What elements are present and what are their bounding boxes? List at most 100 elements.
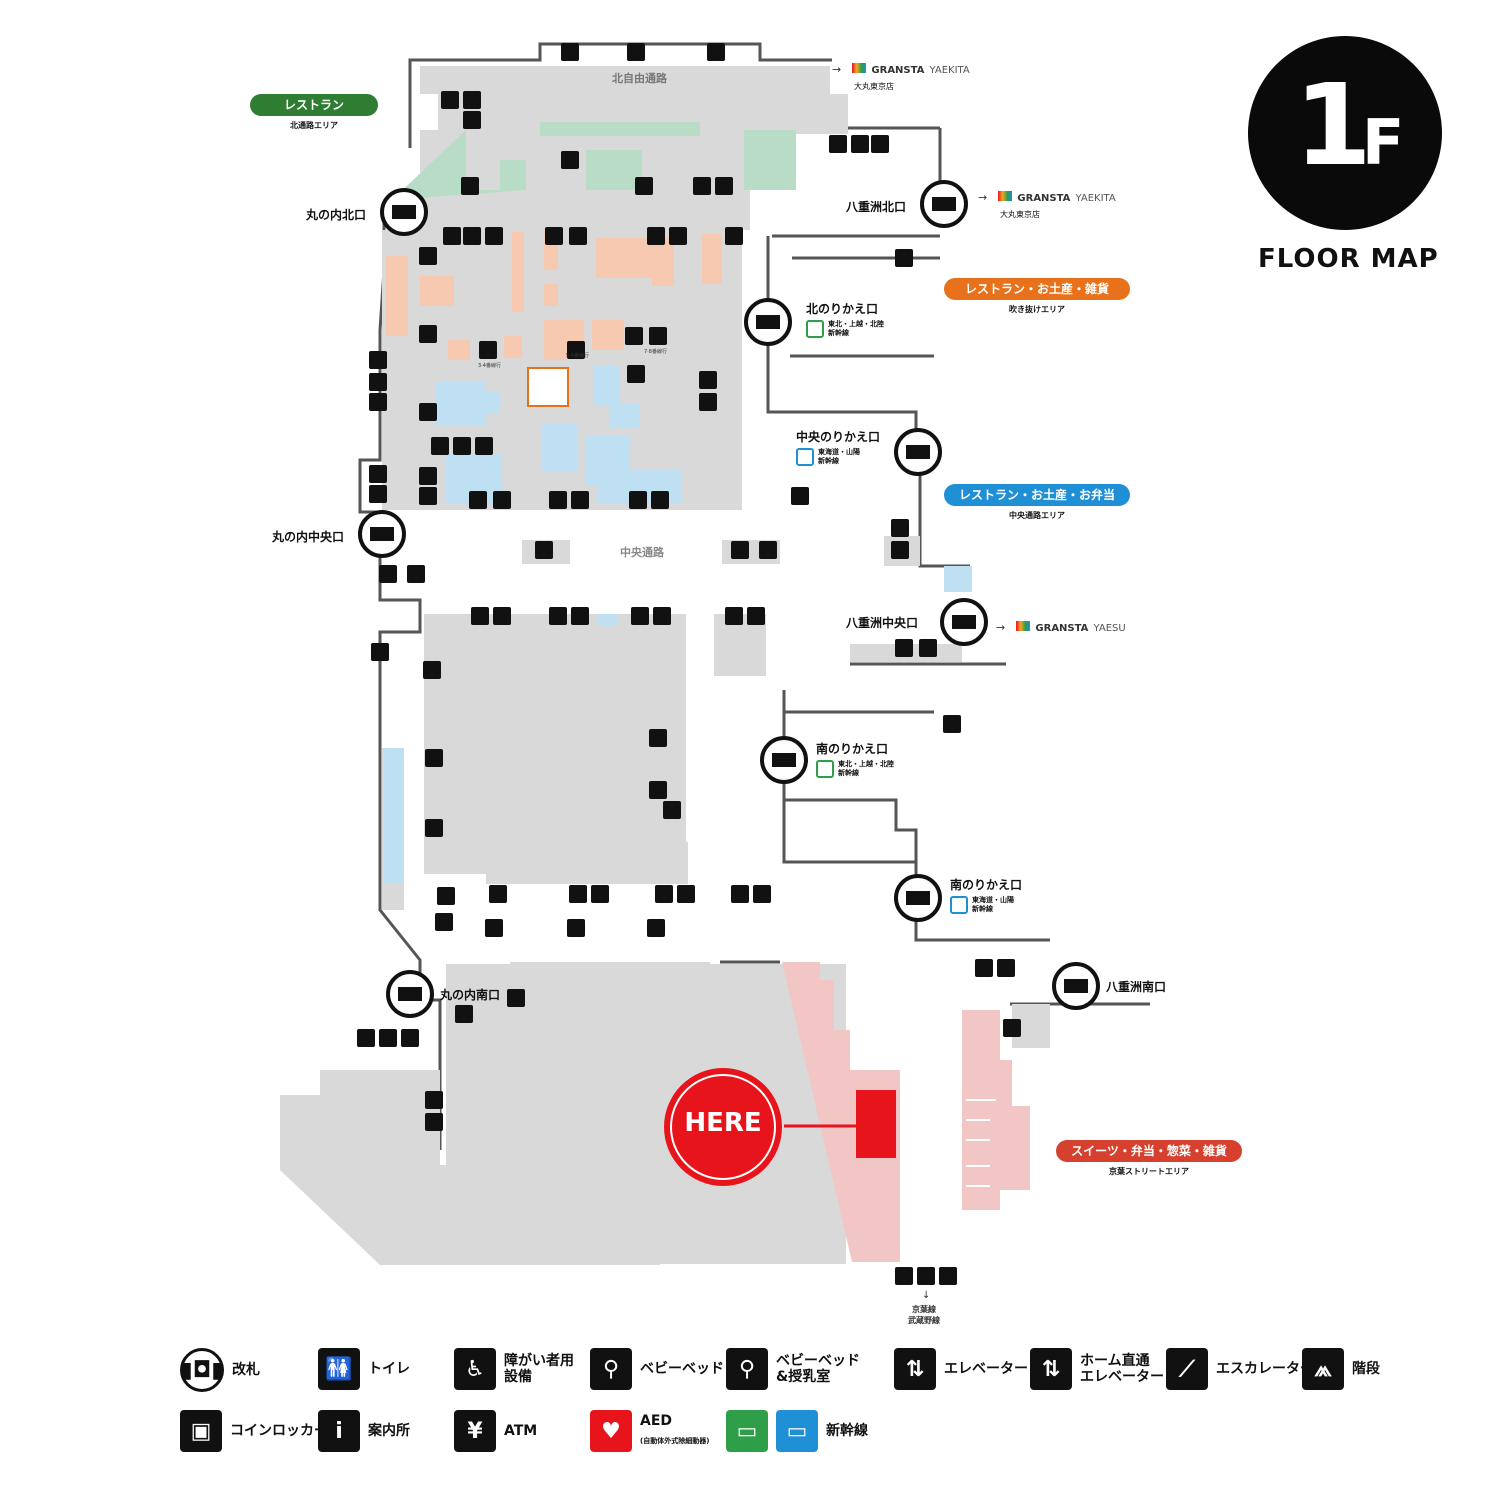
facility-icon[interactable]: [625, 327, 643, 345]
gransta-yaekita-link-2[interactable]: → GRANSTA YAEKITA 大丸東京店: [978, 186, 1116, 220]
facility-icon[interactable]: [591, 885, 609, 903]
facility-icon[interactable]: [507, 989, 525, 1007]
facility-icon[interactable]: [653, 607, 671, 625]
facility-icon[interactable]: [567, 919, 585, 937]
gransta-yaesu-link[interactable]: → GRANSTA YAESU: [996, 616, 1126, 635]
facility-icon[interactable]: [419, 487, 437, 505]
facility-icon[interactable]: [917, 1267, 935, 1285]
facility-icon[interactable]: [663, 801, 681, 819]
gransta-yaekita-link-1[interactable]: → GRANSTA YAEKITA 大丸東京店: [832, 58, 970, 92]
facility-icon[interactable]: [627, 43, 645, 61]
facility-icon[interactable]: [829, 135, 847, 153]
area-fukinuke[interactable]: レストラン・お土産・雑貨 吹き抜けエリア: [944, 278, 1130, 315]
facility-icon[interactable]: [919, 639, 937, 657]
facility-icon[interactable]: [493, 607, 511, 625]
facility-icon[interactable]: [731, 885, 749, 903]
facility-icon[interactable]: [627, 365, 645, 383]
facility-icon[interactable]: [549, 491, 567, 509]
facility-icon[interactable]: [753, 885, 771, 903]
facility-icon[interactable]: [649, 781, 667, 799]
facility-icon[interactable]: [425, 819, 443, 837]
facility-icon[interactable]: [895, 639, 913, 657]
facility-icon[interactable]: [485, 227, 503, 245]
facility-icon[interactable]: [759, 541, 777, 559]
facility-icon[interactable]: [731, 541, 749, 559]
facility-icon[interactable]: [369, 373, 387, 391]
facility-icon[interactable]: [725, 227, 743, 245]
facility-icon[interactable]: [545, 227, 563, 245]
facility-icon[interactable]: [493, 491, 511, 509]
facility-icon[interactable]: [425, 1091, 443, 1109]
area-central[interactable]: レストラン・お土産・お弁当 中央通路エリア: [944, 484, 1130, 521]
facility-icon[interactable]: [425, 749, 443, 767]
facility-icon[interactable]: [443, 227, 461, 245]
facility-icon[interactable]: [699, 393, 717, 411]
facility-icon[interactable]: [419, 325, 437, 343]
facility-icon[interactable]: [357, 1029, 375, 1047]
facility-icon[interactable]: [369, 351, 387, 369]
facility-icon[interactable]: [379, 565, 397, 583]
facility-icon[interactable]: [419, 467, 437, 485]
facility-icon[interactable]: [561, 43, 579, 61]
facility-icon[interactable]: [431, 437, 449, 455]
facility-icon[interactable]: [939, 1267, 957, 1285]
facility-icon[interactable]: [629, 491, 647, 509]
facility-icon[interactable]: [569, 227, 587, 245]
facility-icon[interactable]: [655, 885, 673, 903]
facility-icon[interactable]: [851, 135, 869, 153]
facility-icon[interactable]: [371, 643, 389, 661]
facility-icon[interactable]: [435, 913, 453, 931]
facility-icon[interactable]: [463, 111, 481, 129]
facility-icon[interactable]: [407, 565, 425, 583]
facility-icon[interactable]: [651, 491, 669, 509]
facility-icon[interactable]: [463, 91, 481, 109]
facility-icon[interactable]: [471, 607, 489, 625]
area-keiyo[interactable]: スイーツ・弁当・惣菜・雑貨 京葉ストリートエリア: [1056, 1140, 1242, 1177]
facility-icon[interactable]: [453, 437, 471, 455]
facility-icon[interactable]: [707, 43, 725, 61]
facility-icon[interactable]: [649, 729, 667, 747]
facility-icon[interactable]: [485, 919, 503, 937]
facility-icon[interactable]: [379, 1029, 397, 1047]
facility-icon[interactable]: [871, 135, 889, 153]
facility-icon[interactable]: [895, 1267, 913, 1285]
facility-icon[interactable]: [571, 607, 589, 625]
facility-icon[interactable]: [647, 919, 665, 937]
facility-icon[interactable]: [669, 227, 687, 245]
facility-icon[interactable]: [469, 491, 487, 509]
facility-icon[interactable]: [747, 607, 765, 625]
facility-icon[interactable]: [567, 341, 585, 359]
facility-icon[interactable]: [419, 403, 437, 421]
facility-icon[interactable]: [569, 885, 587, 903]
facility-icon[interactable]: [677, 885, 695, 903]
facility-icon[interactable]: [699, 371, 717, 389]
facility-icon[interactable]: [441, 91, 459, 109]
facility-icon[interactable]: [891, 519, 909, 537]
facility-icon[interactable]: [369, 465, 387, 483]
facility-icon[interactable]: [423, 661, 441, 679]
facility-icon[interactable]: [649, 327, 667, 345]
facility-icon[interactable]: [725, 607, 743, 625]
facility-icon[interactable]: [419, 247, 437, 265]
facility-icon[interactable]: [369, 393, 387, 411]
facility-icon[interactable]: [631, 607, 649, 625]
facility-icon[interactable]: [463, 227, 481, 245]
facility-icon[interactable]: [461, 177, 479, 195]
facility-icon[interactable]: [401, 1029, 419, 1047]
facility-icon[interactable]: [1003, 1019, 1021, 1037]
facility-icon[interactable]: [535, 541, 553, 559]
facility-icon[interactable]: [571, 491, 589, 509]
facility-icon[interactable]: [647, 227, 665, 245]
facility-icon[interactable]: [437, 887, 455, 905]
facility-icon[interactable]: [549, 607, 567, 625]
facility-icon[interactable]: [479, 341, 497, 359]
facility-icon[interactable]: [425, 1113, 443, 1131]
facility-icon[interactable]: [475, 437, 493, 455]
area-north-restaurant[interactable]: レストラン 北通路エリア: [250, 94, 378, 131]
facility-icon[interactable]: [975, 959, 993, 977]
facility-icon[interactable]: [895, 249, 913, 267]
facility-icon[interactable]: [791, 487, 809, 505]
facility-icon[interactable]: [715, 177, 733, 195]
facility-icon[interactable]: [369, 485, 387, 503]
facility-icon[interactable]: [489, 885, 507, 903]
